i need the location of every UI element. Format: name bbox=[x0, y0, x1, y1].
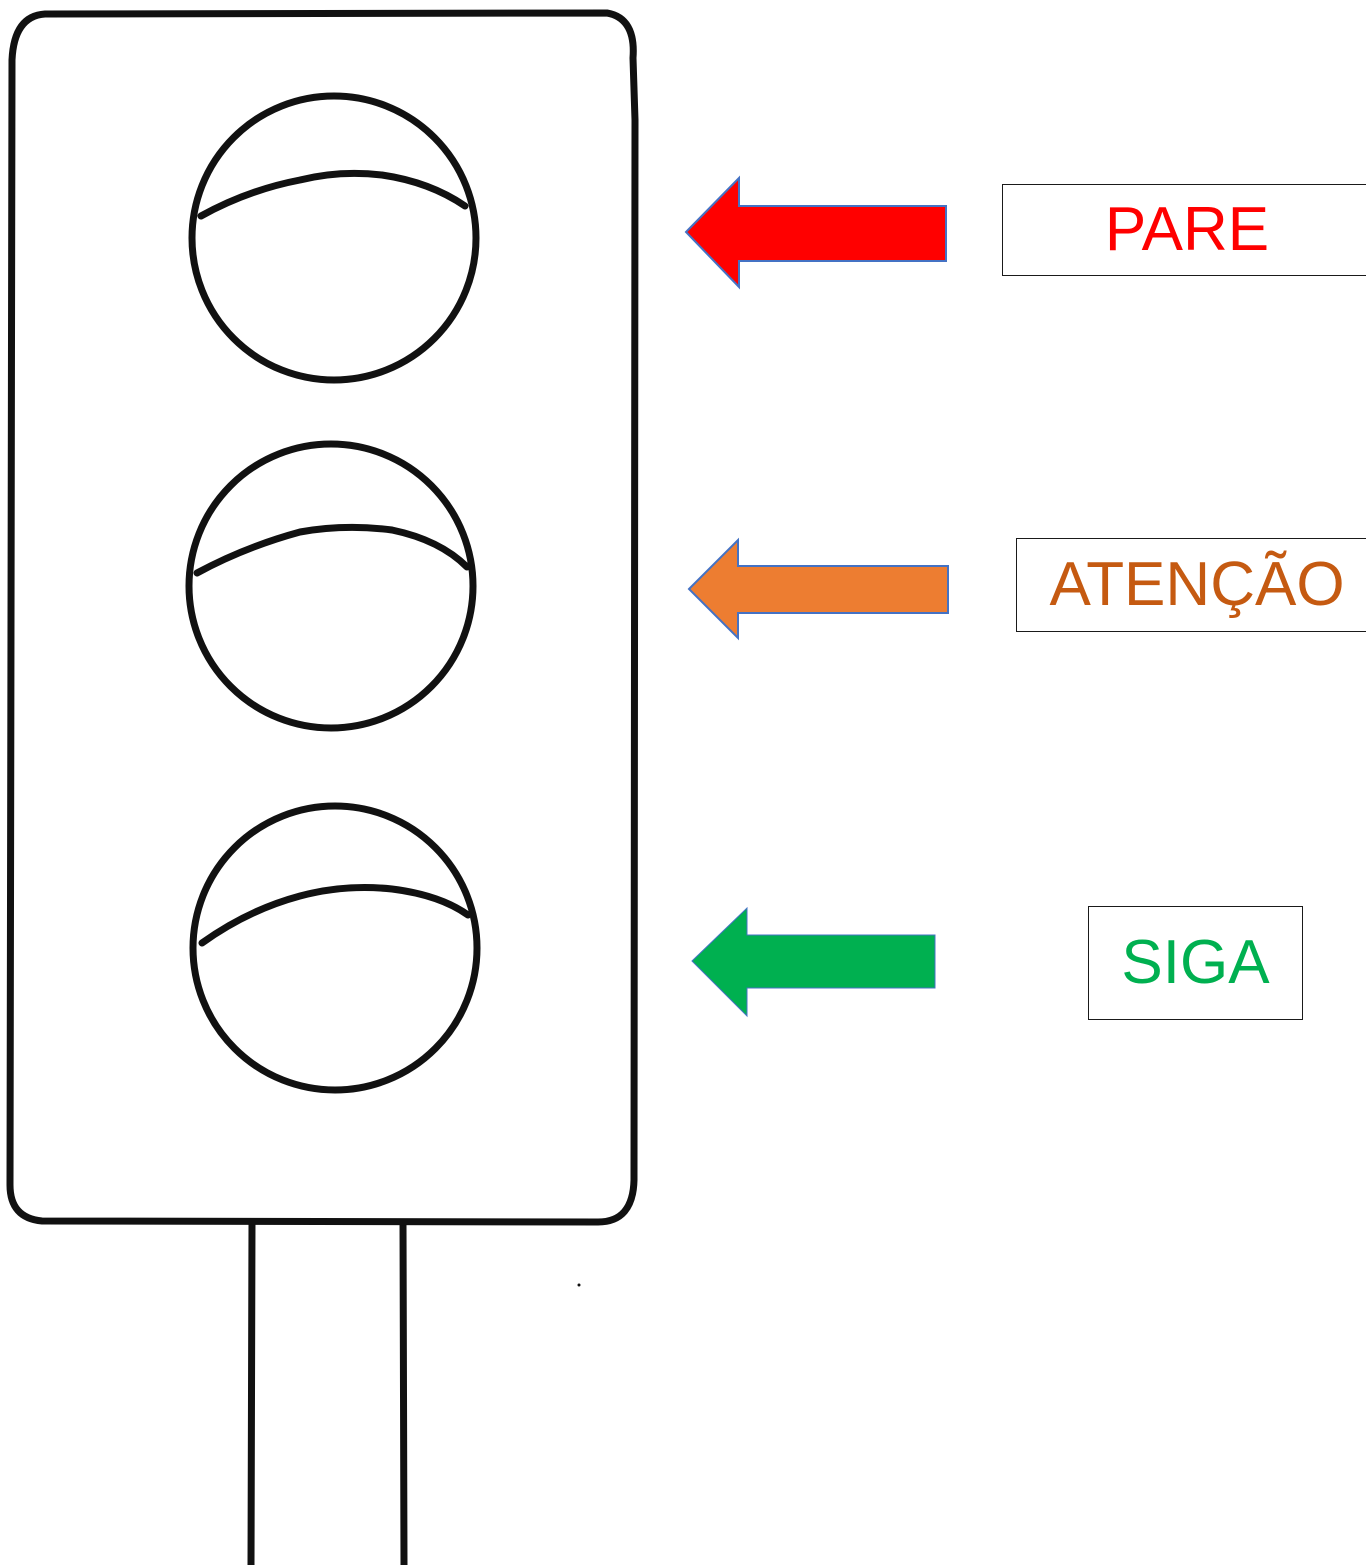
stop-label-text: PARE bbox=[1104, 195, 1270, 264]
caution-label-text: ATENÇÃO bbox=[1049, 550, 1345, 619]
go-label: SIGA bbox=[1088, 906, 1303, 1020]
caution-label: ATENÇÃO bbox=[1016, 538, 1366, 632]
arrow-left-icon bbox=[687, 537, 949, 641]
traffic-light-housing bbox=[6, 9, 639, 1226]
arrow-left-icon bbox=[691, 906, 936, 1018]
lamp-top bbox=[188, 92, 480, 384]
traffic-light-pole bbox=[247, 1218, 408, 1565]
lamp-middle bbox=[185, 440, 477, 732]
go-label-text: SIGA bbox=[1121, 928, 1270, 997]
lamp-bottom bbox=[189, 802, 481, 1094]
arrow-left-icon bbox=[684, 175, 947, 290]
stop-label: PARE bbox=[1002, 184, 1366, 276]
stray-dot bbox=[577, 1283, 581, 1287]
